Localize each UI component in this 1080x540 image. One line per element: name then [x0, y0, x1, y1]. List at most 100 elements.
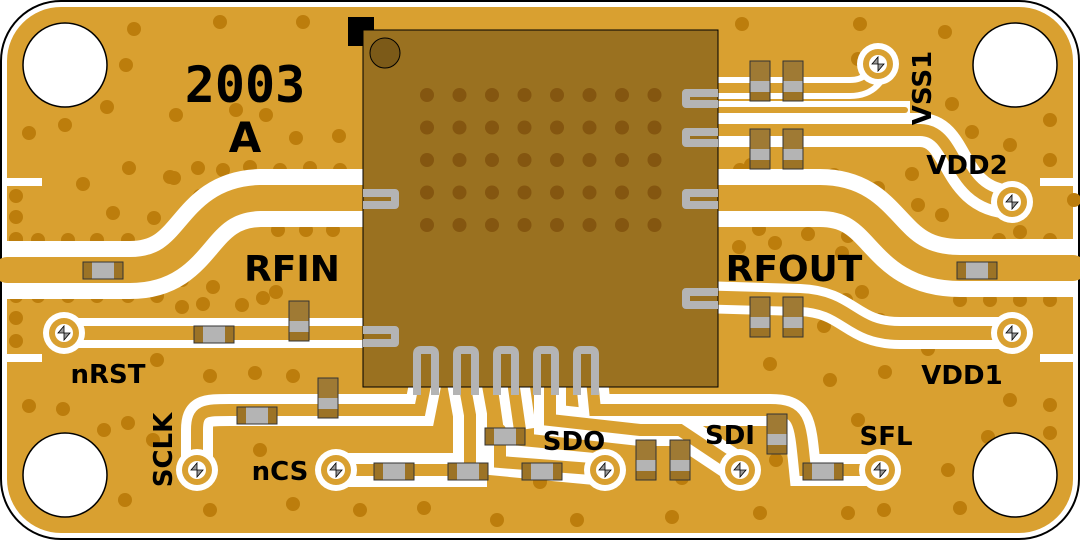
thermal-via: [550, 88, 564, 102]
via: [118, 493, 132, 507]
chip-body: [362, 29, 719, 388]
thermal-vias: [420, 88, 662, 232]
component-outline: [749, 296, 771, 338]
chip-pad-vdd1: [682, 288, 718, 309]
thermal-via: [582, 185, 597, 200]
component-terminal: [670, 440, 690, 460]
via: [941, 463, 955, 477]
via: [911, 198, 925, 212]
component-terminal: [289, 332, 309, 341]
thermal-via: [615, 120, 629, 135]
label-rfin: RFIN: [244, 249, 340, 290]
via: [945, 97, 959, 111]
chip-pad-bottom: [453, 346, 479, 395]
component-terminal: [783, 328, 803, 337]
via: [769, 453, 783, 467]
via: [877, 503, 891, 517]
via: [763, 357, 777, 371]
via: [9, 210, 23, 224]
component-outline: [782, 296, 804, 338]
test-point-symbol: [57, 324, 71, 342]
ic-chip[interactable]: [348, 17, 719, 395]
via: [235, 298, 249, 312]
test-point-symbol: [329, 461, 343, 479]
via: [269, 285, 283, 299]
component-terminal: [289, 301, 309, 321]
via: [855, 285, 869, 299]
thermal-via: [550, 153, 564, 167]
component-terminal: [988, 262, 997, 279]
test-point-ncs: [315, 449, 357, 491]
test-point-sclk: [176, 449, 218, 491]
via: [835, 246, 849, 260]
component-terminal: [237, 407, 246, 424]
chip-pad-rfout: [682, 189, 718, 209]
component-terminal: [783, 61, 803, 81]
component-outline: [82, 261, 124, 280]
via: [150, 353, 164, 367]
component-outline: [635, 439, 657, 481]
via: [286, 497, 300, 511]
thermal-via: [517, 153, 532, 167]
component-terminal: [750, 61, 770, 81]
via: [1043, 426, 1057, 440]
smd-component: [373, 462, 415, 481]
via: [106, 206, 120, 220]
component-terminal: [834, 463, 843, 480]
smd-component: [802, 462, 844, 481]
component-terminal: [783, 297, 803, 317]
via: [1043, 398, 1057, 412]
via: [121, 416, 135, 430]
via: [119, 58, 133, 72]
via: [1043, 153, 1057, 167]
thermal-via: [420, 185, 434, 200]
thermal-via: [582, 120, 597, 135]
thermal-via: [647, 88, 662, 102]
via: [953, 501, 967, 515]
component-terminal: [374, 463, 383, 480]
via: [216, 163, 230, 177]
via: [768, 236, 782, 250]
test-point-vss1: [857, 43, 899, 85]
component-terminal: [750, 129, 770, 149]
via: [823, 373, 837, 387]
thermal-via: [485, 88, 499, 102]
thermal-via: [420, 120, 434, 135]
via: [203, 503, 217, 517]
test-point-symbol: [598, 461, 612, 479]
mounting-hole-bl: [22, 432, 108, 518]
component-terminal: [479, 463, 488, 480]
chip-pad-rfin: [363, 189, 399, 209]
via: [175, 300, 189, 314]
component-terminal: [783, 92, 803, 101]
smd-component: [956, 261, 998, 280]
thermal-via: [647, 120, 662, 135]
thermal-via: [485, 120, 499, 135]
thermal-via: [485, 218, 499, 232]
test-point-nrst: [43, 312, 85, 354]
trace-sclk: [191, 354, 436, 476]
thermal-via: [452, 153, 467, 167]
label-sclk: SCLK: [149, 412, 179, 487]
trace-rfout: [677, 185, 1080, 281]
component-outline: [317, 377, 339, 419]
via: [127, 22, 141, 36]
via: [76, 177, 90, 191]
via: [938, 25, 952, 39]
thermal-via: [615, 88, 629, 102]
thermal-via: [647, 218, 662, 232]
test-point-vdd2: [991, 181, 1033, 223]
test-points: [43, 43, 1033, 491]
component-terminal: [636, 471, 656, 480]
test-point-symbol: [1005, 193, 1019, 211]
board-rev-text: A: [229, 113, 262, 162]
mounting-hole-br: [972, 432, 1058, 518]
test-point-sdo: [584, 449, 626, 491]
component-terminal: [750, 328, 770, 337]
via: [253, 443, 267, 457]
component-outline: [236, 406, 278, 425]
smd-component: [82, 261, 124, 280]
chip-pin1-dot: [369, 37, 401, 69]
via: [570, 513, 584, 527]
thermal-via: [485, 185, 499, 200]
